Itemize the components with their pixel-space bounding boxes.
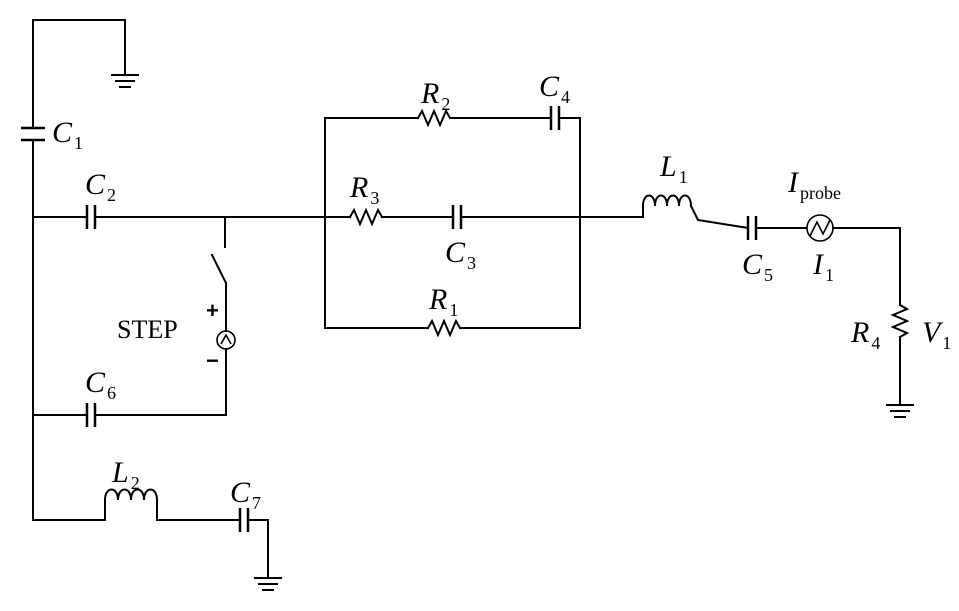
capacitor-c6 bbox=[32, 403, 97, 427]
ground-bottom-left bbox=[254, 577, 282, 591]
capacitor-c1 bbox=[21, 126, 45, 142]
switch bbox=[210, 216, 228, 306]
inductor-l1 bbox=[641, 194, 750, 230]
label-step-minus: − bbox=[206, 348, 219, 373]
ground-right bbox=[886, 404, 914, 418]
label-step-plus: + bbox=[206, 298, 219, 323]
left-bus bbox=[32, 19, 126, 521]
current-probe bbox=[806, 214, 901, 306]
capacitor-c3 bbox=[451, 205, 463, 229]
step-source bbox=[94, 304, 236, 416]
capacitor-c2 bbox=[85, 205, 97, 229]
capacitor-c4 bbox=[549, 106, 561, 130]
ground-top bbox=[111, 74, 139, 88]
capacitor-c7 bbox=[238, 508, 269, 579]
capacitor-c5 bbox=[746, 216, 807, 240]
inductor-l2 bbox=[32, 488, 241, 521]
parallel-network bbox=[324, 108, 644, 338]
resistor-r4 bbox=[890, 303, 910, 406]
label-step: STEP bbox=[117, 315, 178, 344]
